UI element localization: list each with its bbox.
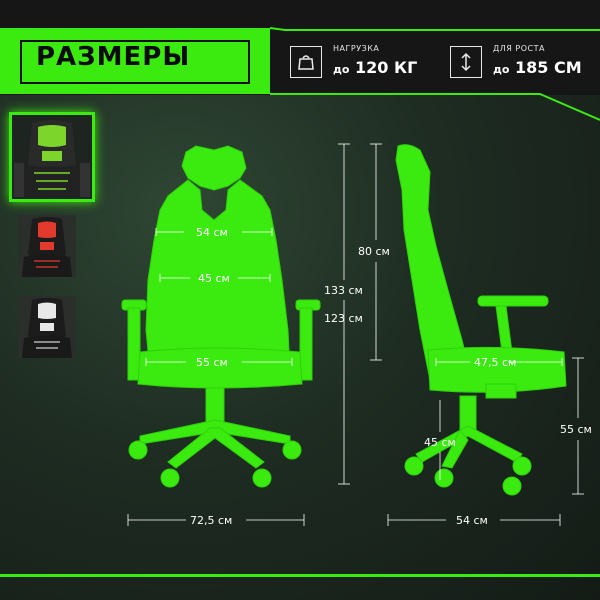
height-icon	[450, 46, 482, 78]
title-frame	[20, 40, 250, 84]
spec-load-value: до 120 КГ	[333, 58, 418, 77]
dim-seat-depth: 47,5 см	[474, 356, 517, 369]
dim-seat-height-min: 45 см	[424, 436, 456, 449]
dim-seat-height-max: 55 см	[560, 423, 592, 436]
dim-total-max: 133 см	[324, 284, 363, 297]
page-title: РАЗМЕРЫ	[36, 42, 191, 72]
dim-base-width: 72,5 см	[190, 514, 233, 527]
bottom-accent-line	[0, 574, 600, 577]
front-dim-lines	[127, 228, 305, 526]
spec-load-label: НАГРУЗКА	[333, 44, 380, 53]
thumbnail-green-chair[interactable]	[9, 112, 95, 202]
spec-height-label: ДЛЯ РОСТА	[493, 44, 545, 53]
dim-back-height: 80 см	[358, 245, 390, 258]
title-banner	[0, 28, 270, 94]
dim-base-depth: 54 см	[456, 514, 488, 527]
dim-back-width-mid: 45 см	[198, 272, 230, 285]
dim-total-min: 123 см	[324, 312, 363, 325]
weight-icon	[290, 46, 322, 78]
thumbnail-red-chair[interactable]	[18, 215, 76, 277]
thumbnail-white-chair[interactable]	[18, 296, 76, 358]
spec-height-value: до 185 СМ	[493, 58, 582, 77]
side-dim-lines	[338, 143, 584, 526]
dim-back-width-top: 54 см	[196, 226, 228, 239]
dim-seat-width: 55 см	[196, 356, 228, 369]
